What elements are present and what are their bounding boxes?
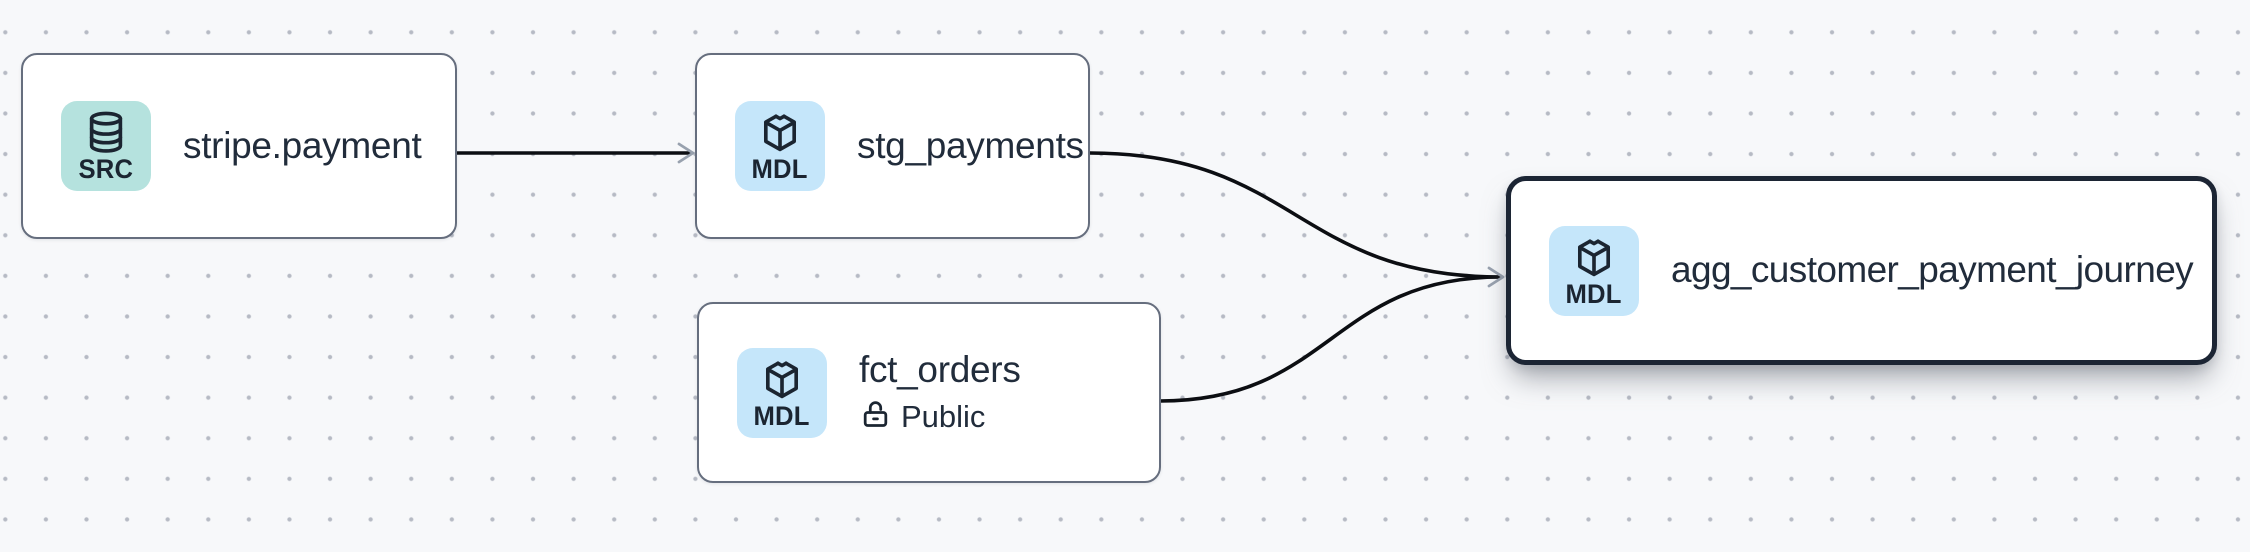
- edge-stg-payments-to-agg-customer-payment-journey[interactable]: [1088, 151, 1503, 279]
- node-agg-customer-payment-journey[interactable]: MDL agg_customer_payment_journey: [1506, 176, 2217, 365]
- cube-icon: [757, 109, 803, 155]
- node-title: stripe.payment: [183, 124, 422, 166]
- node-title: stg_payments: [857, 124, 1084, 166]
- model-type-badge: MDL: [735, 101, 825, 191]
- node-title: agg_customer_payment_journey: [1671, 249, 2194, 291]
- edge-fct-orders-to-agg-customer-payment-journey[interactable]: [1158, 275, 1503, 403]
- database-icon: [83, 109, 129, 155]
- node-stripe-payment[interactable]: SRC stripe.payment: [21, 53, 457, 239]
- source-type-badge: SRC: [61, 101, 151, 191]
- badge-label: SRC: [78, 154, 134, 184]
- node-title: fct_orders: [859, 349, 1021, 391]
- arrowhead-icon: [1487, 266, 1505, 288]
- model-type-badge: MDL: [737, 347, 827, 438]
- access-label: Public: [901, 399, 986, 435]
- model-type-badge: MDL: [1549, 225, 1639, 316]
- cube-icon: [1571, 234, 1617, 280]
- access-row: Public: [859, 398, 1021, 436]
- badge-label: MDL: [753, 400, 811, 431]
- node-stg-payments[interactable]: MDL stg_payments: [695, 53, 1090, 239]
- badge-label: MDL: [1565, 278, 1623, 309]
- unlock-icon: [859, 398, 892, 436]
- cube-icon: [759, 356, 805, 402]
- arrowhead-icon: [677, 142, 695, 164]
- node-fct-orders[interactable]: MDL fct_orders Public: [697, 302, 1161, 483]
- badge-label: MDL: [751, 154, 809, 184]
